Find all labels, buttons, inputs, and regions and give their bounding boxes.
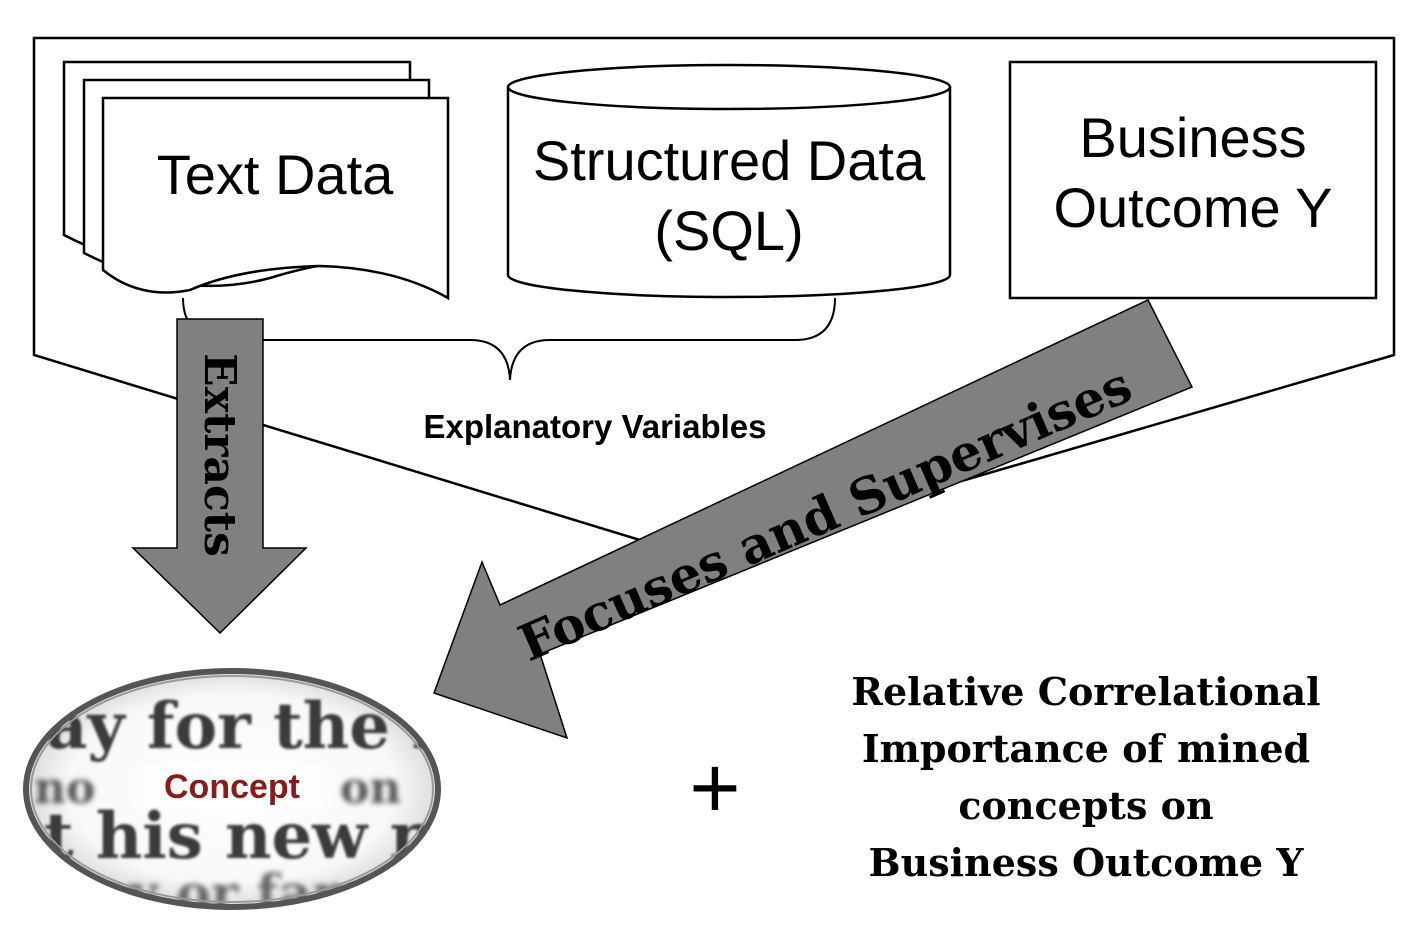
plus-sign: + <box>689 738 740 837</box>
extracts-arrow <box>131 318 308 635</box>
lens-background-text-4: t his new n <box>44 799 436 874</box>
database-cylinder-icon <box>506 63 952 299</box>
extracts-arrow-label: Extracts <box>194 353 245 557</box>
business-outcome-label-line1: Business <box>1079 106 1306 169</box>
lens-background-text-3: on <box>340 763 401 814</box>
lens-background-text-2: no <box>34 763 95 814</box>
text-data-documents <box>62 60 450 301</box>
focuses-supervises-arrow <box>433 299 1194 740</box>
concept-magnifier: ay for the b no on t his new n ny or fam <box>23 668 441 910</box>
result-line-2: Importance of mined <box>862 726 1310 771</box>
result-line-4: Business Outcome Y <box>869 840 1305 885</box>
text-data-label: Text Data <box>157 143 394 206</box>
structured-data-label-line2: (SQL) <box>654 199 803 262</box>
business-outcome-label-line2: Outcome Y <box>1053 176 1332 239</box>
result-line-1: Relative Correlational <box>851 669 1320 714</box>
concept-label: Concept <box>164 768 300 806</box>
business-outcome-box <box>1008 60 1378 300</box>
explanatory-variables-label: Explanatory Variables <box>423 408 766 445</box>
structured-data-label-line1: Structured Data <box>533 129 926 192</box>
result-line-3: concepts on <box>958 783 1213 828</box>
